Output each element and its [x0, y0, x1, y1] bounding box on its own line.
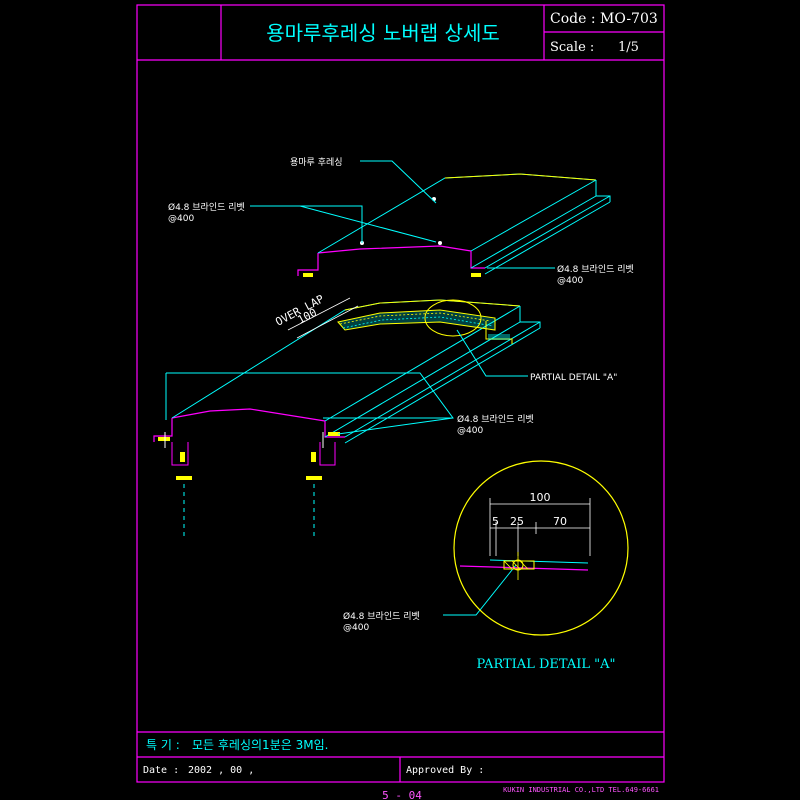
callout-partial-detail: PARTIAL DETAIL "A" — [530, 373, 617, 383]
detail-a-marker — [424, 299, 482, 337]
upper-flashing-right-edge — [470, 179, 597, 252]
lower-flashing-back-hem — [519, 306, 541, 328]
drawing-title: 용마루후레싱 노버랩 상세도 — [266, 21, 500, 45]
upper-flashing-skirt-line-3 — [484, 201, 611, 275]
leader-rivet-mid-a — [166, 372, 454, 435]
lower-rivet-pad-left — [158, 437, 170, 441]
callout-rivet-top-line-2: @400 — [168, 214, 194, 224]
overlap-zone — [337, 309, 496, 331]
company-line: KUKIN INDUSTRIAL CO.,LTD TEL.649-6661 — [503, 786, 659, 794]
overlap-dim-line-2 — [296, 305, 359, 339]
leaders — [165, 160, 555, 616]
right-channel — [319, 442, 336, 466]
upper-flashing — [297, 173, 611, 277]
leader-partial-detail — [456, 329, 528, 377]
note-label: 특 기 : — [146, 738, 180, 752]
callout-rivet-detail-line-1: Ø4.8 브라인드 리벳 — [343, 611, 420, 622]
callout-ridge-flashing: 용마루 후레싱 — [290, 157, 343, 168]
callout-rivet-detail-line-2: @400 — [343, 623, 369, 633]
note-text: 모든 후레싱의1분은 3M임. — [192, 738, 328, 752]
dim-a-value: 5 — [492, 515, 499, 528]
callout-rivet-mid-line-1: Ø4.8 브라인드 리벳 — [457, 414, 534, 425]
upper-rivet-pad-left — [303, 273, 313, 277]
dim-b-value: 25 — [510, 515, 524, 528]
upper-rivet-pad-right — [471, 273, 481, 277]
detail-plate-hatch-1 — [503, 560, 513, 570]
lower-flashing-back-profile — [344, 299, 521, 311]
callout-rivet-right-line-2: @400 — [557, 276, 583, 286]
left-base-plate — [176, 476, 192, 480]
lower-flashing-skirt-line-3 — [344, 327, 541, 444]
lower-flashing-front-profile — [171, 408, 326, 422]
upper-flashing-left-hem — [297, 253, 319, 276]
leader-rivet-detail — [443, 564, 517, 616]
upper-flashing-skirt-line-2 — [484, 195, 611, 269]
lower-rivet-pad-right — [328, 432, 340, 436]
overlap-hatch-2 — [342, 316, 494, 329]
overlap-dim-line-1 — [287, 297, 351, 331]
date-value: 2002 , 00 , — [188, 765, 254, 776]
page-number: 5 - 04 — [382, 789, 422, 800]
leader-rivet-top-1 — [250, 205, 363, 243]
upper-flashing-back-hem — [595, 180, 611, 202]
right-base-plate — [306, 476, 322, 480]
date-label: Date : — [143, 765, 179, 776]
overlap-step-fill — [488, 334, 510, 340]
callout-rivet-mid-line-2: @400 — [457, 426, 483, 436]
right-rivet-body — [311, 452, 316, 462]
lower-flashing-right-edge — [324, 305, 521, 422]
callout-rivet-right-line-1: Ø4.8 브라인드 리벳 — [557, 264, 634, 275]
detail-caption: PARTIAL DETAIL "A" — [477, 657, 616, 672]
upper-flashing-front-profile — [317, 245, 472, 254]
overlap-hatch-1 — [339, 312, 491, 325]
upper-flashing-skirt-line-1 — [470, 195, 597, 269]
approved-label: Approved By : — [406, 765, 484, 776]
detail-circle — [453, 460, 629, 636]
leader-rivet-top-2 — [299, 205, 437, 243]
left-rivet-body — [180, 452, 185, 462]
dim-c-value: 70 — [553, 515, 567, 528]
partial-detail-a: 100 5 25 70 PARTIAL DETAIL "A" — [453, 460, 629, 672]
left-channel — [171, 442, 189, 466]
detail-rivet-plate — [503, 560, 535, 570]
lower-flashing-left-hem — [153, 418, 173, 442]
leader-ridge-flashing — [360, 160, 437, 204]
upper-rivet-mark-2 — [438, 241, 442, 245]
frame — [136, 4, 665, 783]
detail-plate-hatch-3 — [519, 560, 529, 570]
scale-value: 1/5 — [618, 40, 639, 55]
dim-total-value: 100 — [530, 491, 551, 504]
scale-label: Scale : — [550, 40, 594, 55]
drawing-code: Code : MO-703 — [550, 11, 658, 27]
support-posts — [164, 432, 336, 540]
upper-flashing-back-profile — [444, 173, 597, 181]
detail-lower-sheet — [459, 565, 589, 571]
overlap-step — [485, 321, 513, 344]
callout-rivet-top-line-1: Ø4.8 브라인드 리벳 — [168, 202, 245, 213]
